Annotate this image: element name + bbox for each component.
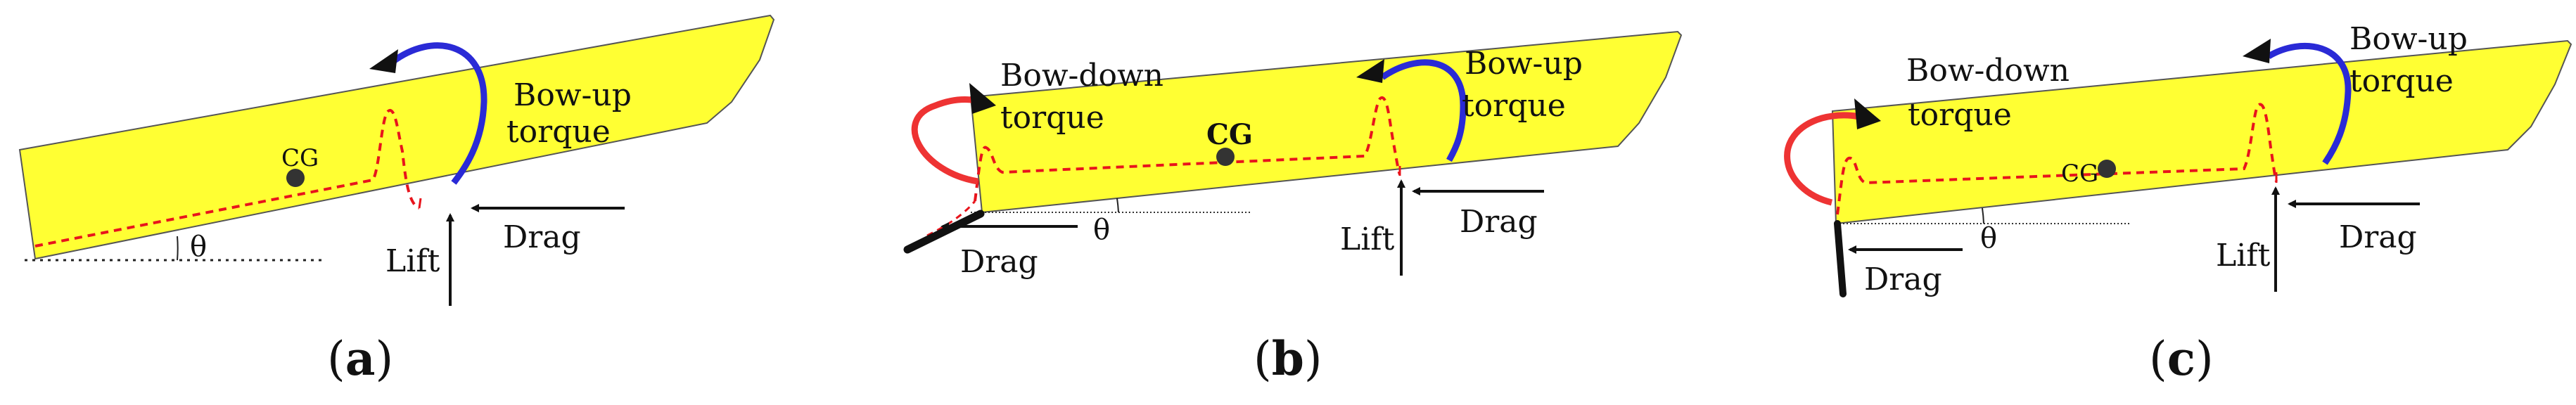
bow-up-label-a-2: torque xyxy=(506,114,611,150)
step-line-c xyxy=(1836,103,2278,215)
bow-up-arrowhead-b xyxy=(1356,59,1384,83)
bow-up-arrowhead-a xyxy=(369,49,398,73)
flap-plate-b xyxy=(903,210,985,254)
panel-b: θ CG Bow-down torque Bow-up torque Lift … xyxy=(903,30,1683,386)
bow-up-arrowhead-c xyxy=(2243,39,2271,63)
drag-label-c: Drag xyxy=(2339,219,2417,255)
bow-down-label-c-2: torque xyxy=(1908,97,2012,133)
caption-c: (c) xyxy=(2149,331,2214,386)
bow-up-label-b-2: torque xyxy=(1462,88,1566,124)
cg-label-b: CG xyxy=(1206,118,1253,151)
bow-down-arrowhead-c xyxy=(1854,98,1881,129)
flap-drag-label-b: Drag xyxy=(960,244,1038,280)
hull-a xyxy=(18,14,775,260)
theta-label-a: θ xyxy=(190,231,207,263)
drag-label-b: Drag xyxy=(1460,204,1538,240)
cg-label-a: CG xyxy=(281,144,319,172)
bow-up-arrow-c xyxy=(2266,42,2352,165)
theta-label-b: θ xyxy=(1093,214,1110,246)
flap-drag-label-c: Drag xyxy=(1864,262,1942,297)
bow-down-label-b-2: torque xyxy=(1000,100,1104,136)
lift-label-b: Lift xyxy=(1340,221,1395,257)
step-line-a xyxy=(34,109,421,248)
theta-arc-c xyxy=(1982,207,1984,224)
bow-down-arrowhead-b xyxy=(969,83,996,114)
cg-dot-b xyxy=(1216,148,1235,166)
lift-label-a: Lift xyxy=(385,243,440,279)
bow-down-arrow-b xyxy=(911,96,986,185)
bow-down-label-b-1: Bow-down xyxy=(1000,58,1163,94)
cg-dot-a xyxy=(286,169,305,187)
caption-a: (a) xyxy=(327,331,393,386)
panel-c: θ CG Bow-down torque Bow-up torque Lift … xyxy=(1784,21,2572,386)
bow-up-arrow-a xyxy=(390,42,487,185)
cg-label-c: CG xyxy=(2061,160,2098,188)
lift-label-c: Lift xyxy=(2216,238,2271,274)
cg-dot-c xyxy=(2098,160,2116,178)
bow-down-arrow-c xyxy=(1784,112,1872,206)
bow-up-arrow-b xyxy=(1380,59,1467,162)
flap-plate-c xyxy=(1834,220,1847,297)
hull-b xyxy=(969,30,1683,214)
theta-label-c: θ xyxy=(1980,222,1997,255)
bow-down-label-c-1: Bow-down xyxy=(1906,53,2070,89)
bow-up-label-a-1: Bow-up xyxy=(514,77,632,113)
step-edge-a xyxy=(418,198,422,209)
bow-up-label-b-1: Bow-up xyxy=(1465,46,1583,82)
panel-a: θ CG Bow-up torque Lift Drag (a) xyxy=(18,14,775,386)
theta-arc-b xyxy=(1116,198,1119,213)
bow-up-label-c-1: Bow-up xyxy=(2349,21,2468,57)
caption-b: (b) xyxy=(1254,331,1322,386)
step-line-b xyxy=(974,96,1401,202)
bow-up-label-c-2: torque xyxy=(2349,63,2454,99)
drag-label-a: Drag xyxy=(503,219,581,255)
theta-arc-a xyxy=(177,236,179,261)
